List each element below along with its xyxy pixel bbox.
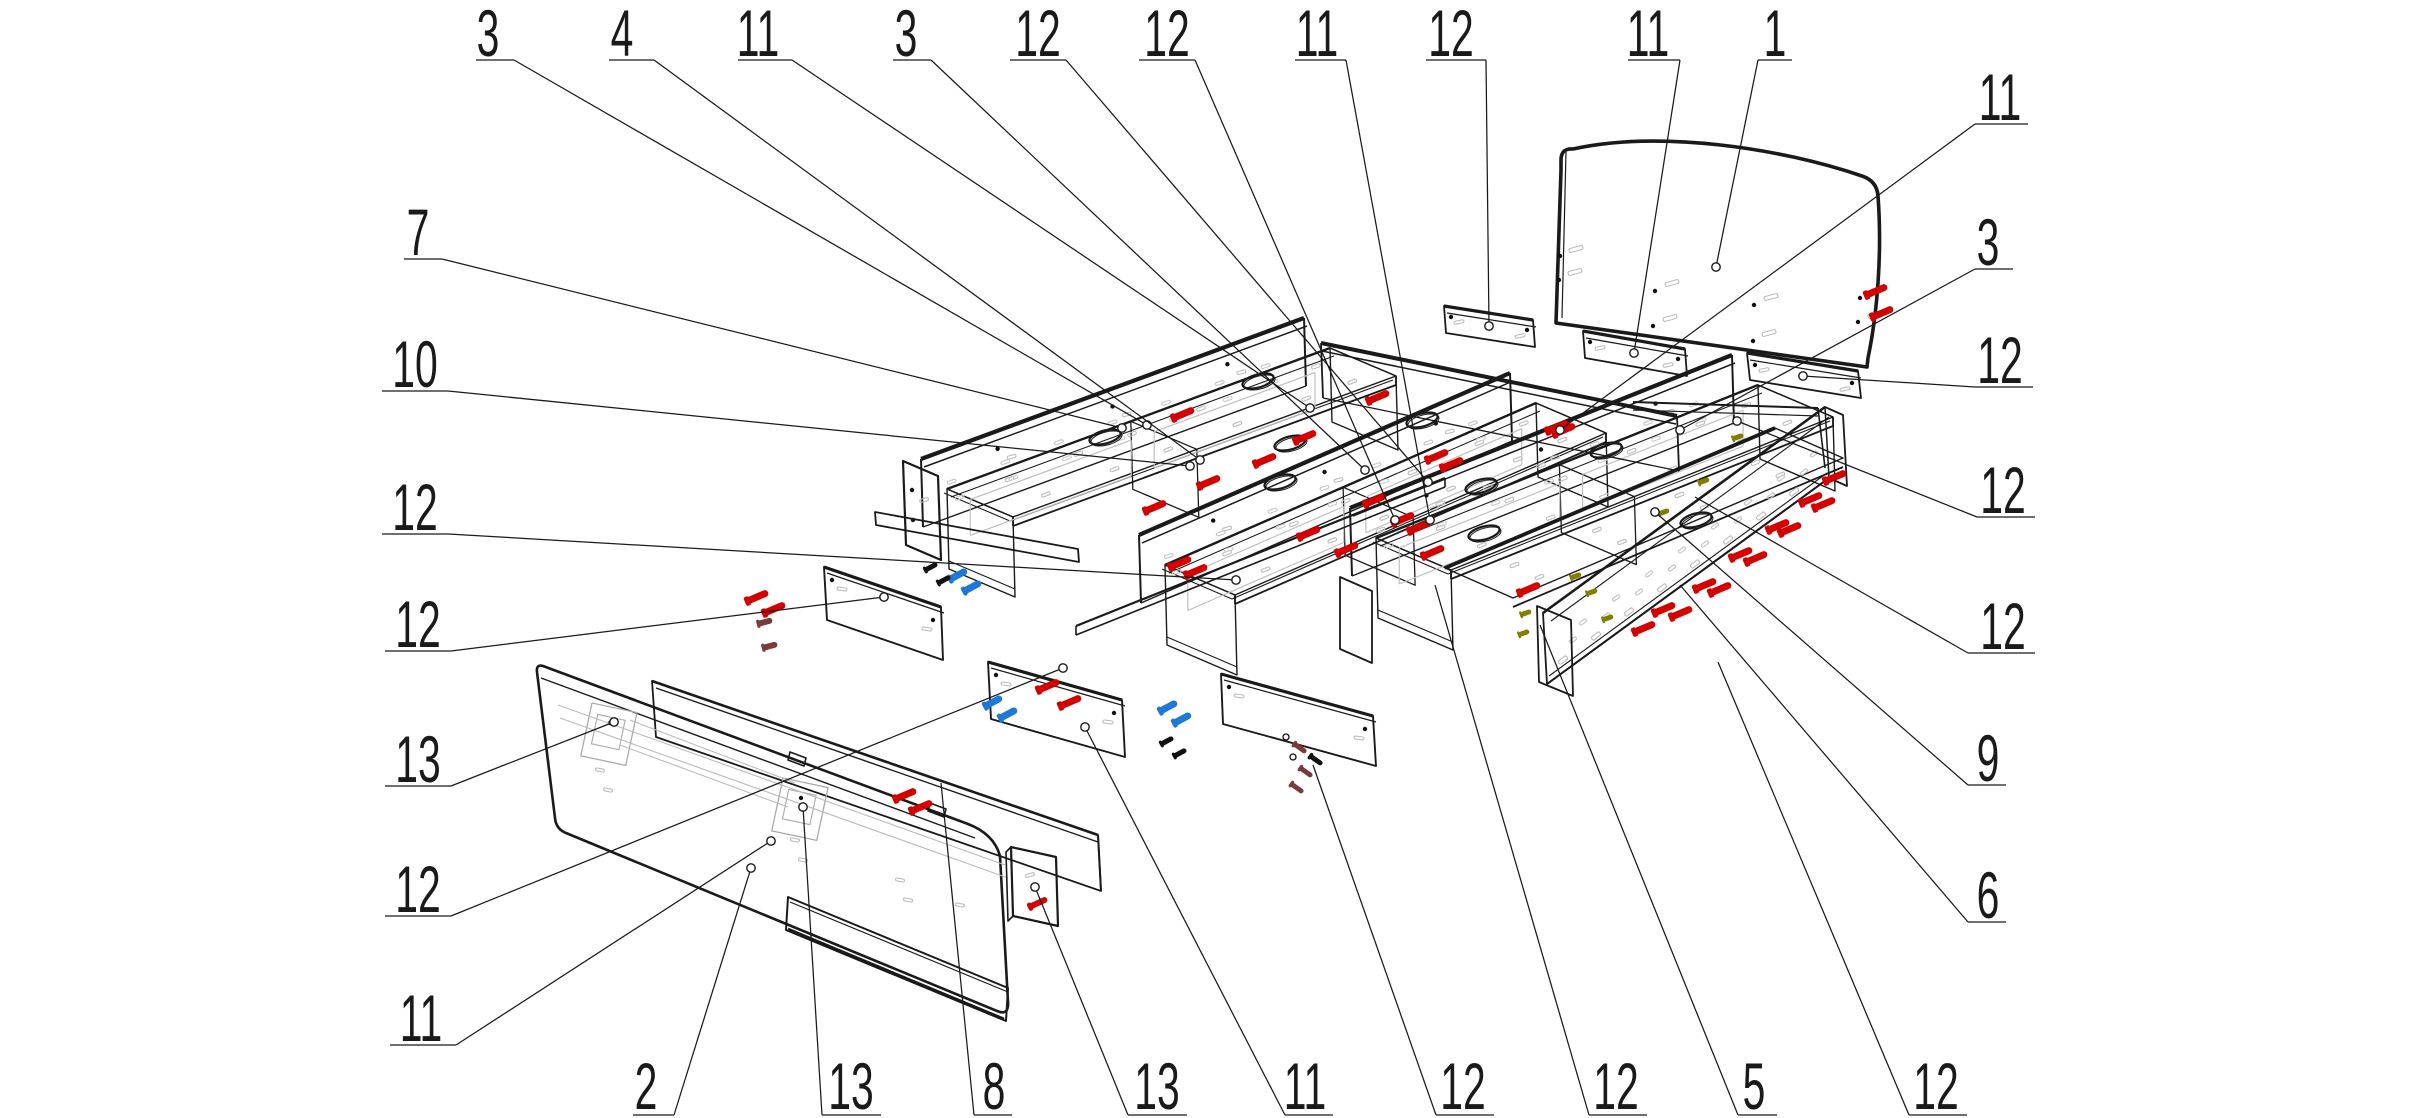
- svg-text:12: 12: [1980, 589, 2026, 664]
- svg-text:3: 3: [895, 0, 918, 70]
- svg-text:2: 2: [635, 1049, 658, 1118]
- svg-text:10: 10: [392, 327, 438, 402]
- svg-text:3: 3: [1977, 205, 2000, 280]
- svg-text:13: 13: [1134, 1049, 1180, 1118]
- svg-text:11: 11: [1627, 0, 1669, 70]
- svg-text:12: 12: [1977, 323, 2023, 398]
- svg-text:12: 12: [1428, 0, 1474, 70]
- svg-text:13: 13: [828, 1049, 874, 1118]
- svg-text:11: 11: [400, 981, 442, 1056]
- svg-text:8: 8: [983, 1049, 1006, 1118]
- svg-text:9: 9: [1977, 721, 2000, 796]
- svg-text:6: 6: [1977, 858, 2000, 933]
- svg-text:12: 12: [395, 587, 441, 662]
- svg-text:4: 4: [611, 0, 634, 70]
- svg-text:12: 12: [392, 470, 438, 545]
- svg-text:12: 12: [395, 852, 441, 927]
- svg-text:5: 5: [1743, 1049, 1766, 1118]
- svg-text:12: 12: [1980, 453, 2026, 528]
- svg-text:7: 7: [407, 195, 430, 270]
- svg-text:13: 13: [395, 722, 441, 797]
- svg-text:11: 11: [1284, 1049, 1326, 1118]
- svg-text:12: 12: [1593, 1049, 1639, 1118]
- svg-text:11: 11: [1979, 60, 2021, 135]
- svg-text:3: 3: [477, 0, 500, 70]
- svg-text:11: 11: [1296, 0, 1338, 70]
- svg-text:12: 12: [1440, 1049, 1486, 1118]
- svg-text:12: 12: [1015, 0, 1061, 70]
- svg-text:11: 11: [737, 0, 779, 70]
- svg-text:12: 12: [1913, 1049, 1959, 1118]
- svg-text:12: 12: [1144, 0, 1190, 70]
- svg-text:1: 1: [1764, 0, 1787, 70]
